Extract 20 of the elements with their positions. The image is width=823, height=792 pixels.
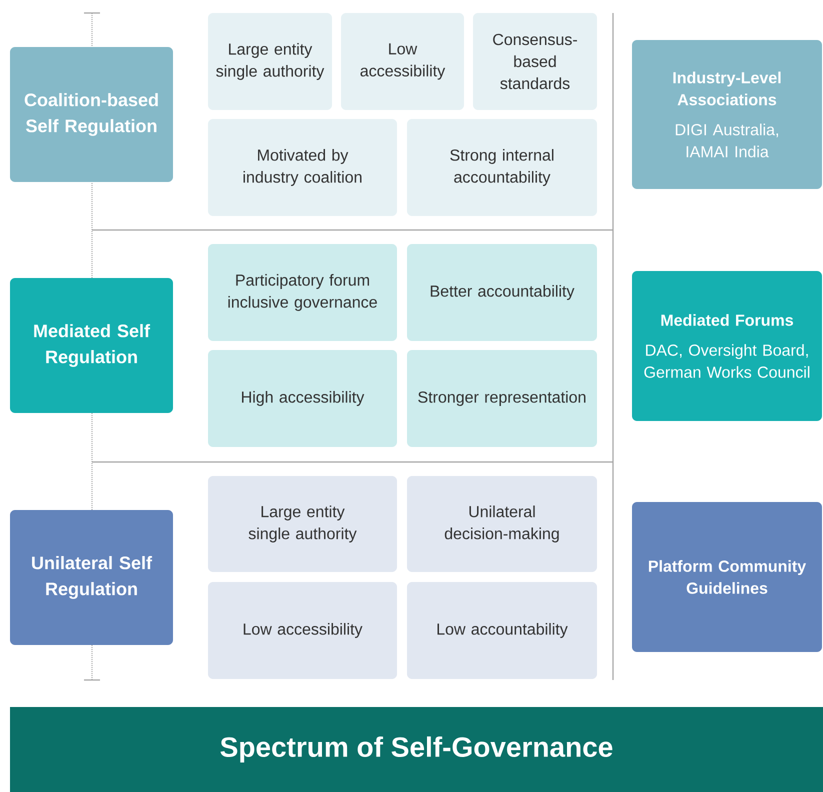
example-box: Industry-Level Associations DIGI Australia, IAMAI India bbox=[632, 40, 822, 189]
feature-box: Participatory forum inclusive governance bbox=[208, 244, 397, 341]
feature-box: Consensus-based standards bbox=[473, 13, 597, 110]
feature-box: Stronger representation bbox=[407, 350, 597, 447]
category-box: Unilateral Self Regulation bbox=[10, 510, 173, 645]
feature-box: Large entity single authority bbox=[208, 13, 332, 110]
feature-box: Low accessibility bbox=[341, 13, 464, 110]
feature-box: Strong internal accountability bbox=[407, 119, 597, 216]
example-box: Platform Community Guidelines bbox=[632, 502, 822, 652]
feature-box: Low accessibility bbox=[208, 582, 397, 679]
feature-box: Better accountability bbox=[407, 244, 597, 341]
example-box: Mediated Forums DAC, Oversight Board, German Works Council bbox=[632, 271, 822, 421]
feature-box: Unilateral decision-making bbox=[407, 476, 597, 572]
feature-box: Low accountability bbox=[407, 582, 597, 679]
feature-box: High accessibility bbox=[208, 350, 397, 447]
title-banner: Spectrum of Self-Governance bbox=[10, 707, 823, 792]
category-box: Mediated Self Regulation bbox=[10, 278, 173, 413]
feature-box: Motivated by industry coalition bbox=[208, 119, 397, 216]
feature-box: Large entity single authority bbox=[208, 476, 397, 572]
category-box: Coalition-based Self Regulation bbox=[10, 47, 173, 182]
